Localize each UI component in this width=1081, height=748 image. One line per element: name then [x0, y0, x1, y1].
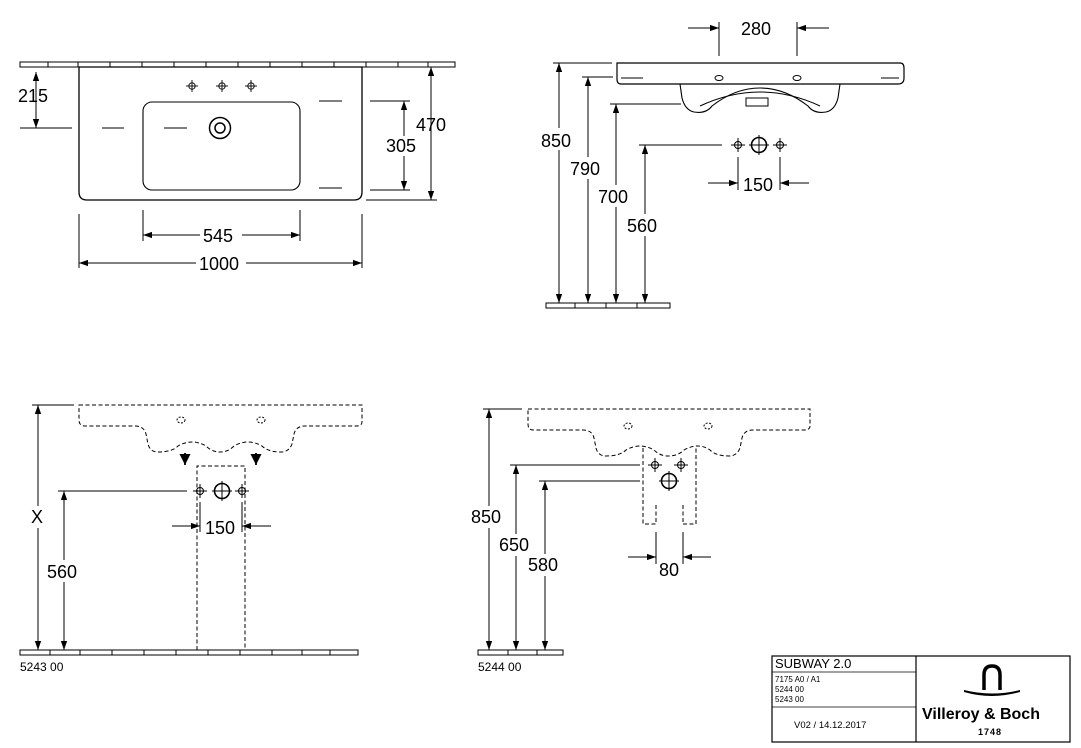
dim-850: 850: [541, 131, 571, 151]
dim-545: 545: [203, 226, 233, 246]
ref-line-1: 7175 A0 / A1: [775, 675, 821, 684]
connection-holes: [648, 458, 688, 491]
basin-dashed-outline: [78, 404, 363, 453]
brand-name: Villeroy & Boch: [922, 706, 1040, 723]
basin-dashed-outline: [527, 408, 811, 457]
version-date: V02 / 14.12.2017: [794, 720, 866, 731]
bowl-outline: [142, 101, 301, 191]
dim-150: 150: [205, 518, 235, 538]
dim-790: 790: [570, 159, 600, 179]
article-number: 5244 00: [478, 660, 522, 674]
floor-line: [545, 302, 671, 309]
castle-gate-icon: [982, 664, 1002, 690]
front-view-wall: [19, 404, 363, 656]
siphon-dashed: [196, 465, 246, 650]
product-name: SUBWAY 2.0: [775, 656, 851, 671]
drain: [208, 116, 232, 140]
front-wall-labels: X 560 150 5243 00: [20, 506, 235, 674]
side-view-labels: 280 850 790 700 560 150: [539, 19, 773, 236]
side-view: [545, 22, 905, 309]
title-block: SUBWAY 2.0 7175 A0 / A1 5244 00 5243 00 …: [771, 655, 1071, 743]
dim-650: 650: [499, 535, 529, 555]
front-view-pedestal: [477, 408, 811, 656]
dim-560: 560: [627, 216, 657, 236]
dim-560: 560: [47, 562, 77, 582]
ref-line-2: 5244 00: [775, 685, 804, 694]
dim-80: 80: [659, 560, 679, 580]
top-view-labels: 215 470 305 545 1000: [18, 86, 446, 274]
article-number: 5243 00: [20, 660, 64, 674]
dim-470: 470: [416, 115, 446, 135]
brand-year: 1748: [978, 727, 1002, 737]
dim-700: 700: [598, 187, 628, 207]
dim-305: 305: [386, 136, 416, 156]
dim-x: X: [31, 507, 43, 527]
dim-580: 580: [528, 555, 558, 575]
dim-215: 215: [18, 86, 48, 106]
connection-holes: [193, 481, 249, 501]
connection-holes: [731, 135, 787, 155]
dim-850: 850: [471, 507, 501, 527]
basin-rim: [616, 62, 905, 85]
floor-line: [19, 649, 359, 656]
dim-280: 280: [741, 19, 771, 39]
basin-bowl-profile: [679, 83, 841, 113]
pedestal-dashed: [642, 448, 697, 525]
ref-line-3: 5243 00: [775, 695, 804, 704]
wall-line: [19, 61, 456, 68]
front-pedestal-labels: 850 650 580 80 5244 00: [470, 506, 679, 674]
floor-line: [477, 649, 564, 656]
dim-150: 150: [743, 175, 773, 195]
tap-holes: [186, 80, 257, 92]
dim-1000: 1000: [199, 254, 239, 274]
brand-logo: Villeroy & Boch 1748: [922, 664, 1040, 737]
basin-outline: [78, 66, 363, 201]
